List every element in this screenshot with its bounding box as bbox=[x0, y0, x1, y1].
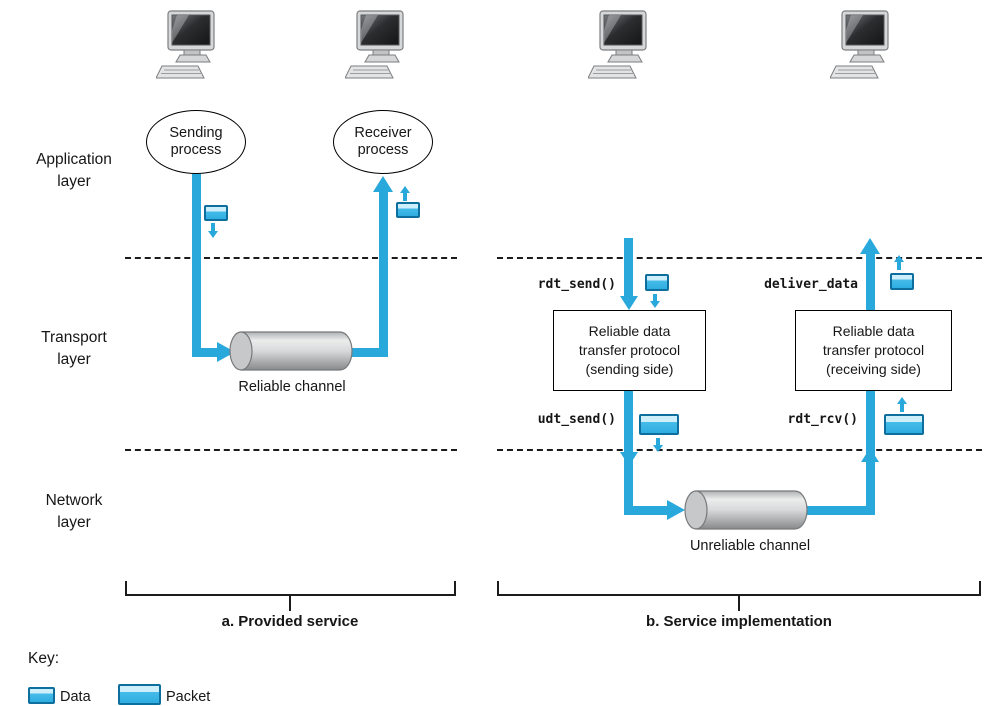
small-down-arrow-shaft bbox=[653, 294, 657, 301]
sending-box-line2: transfer protocol bbox=[578, 342, 681, 358]
rdt-send-label: rdt_send() bbox=[537, 277, 616, 292]
arrow-into-sending-box-icon bbox=[620, 296, 638, 310]
packet-icon bbox=[884, 414, 924, 435]
transport-network-boundary-a bbox=[125, 449, 457, 451]
small-down-arrow-icon bbox=[208, 231, 218, 238]
small-up-arrow-shaft bbox=[897, 262, 901, 270]
small-up-arrow-shaft bbox=[900, 404, 904, 412]
small-up-arrow-icon bbox=[894, 255, 904, 262]
sending-box-line3: (sending side) bbox=[585, 361, 674, 377]
sender-to-unreliable-channel-line bbox=[624, 506, 668, 515]
receiving-box-line2: transfer protocol bbox=[822, 342, 925, 358]
app-transport-boundary-a bbox=[125, 257, 457, 259]
unreliable-channel-label: Unreliable channel bbox=[689, 538, 811, 554]
unreliable-channel-cylinder bbox=[683, 490, 817, 530]
small-up-arrow-icon bbox=[897, 397, 907, 404]
receiving-protocol-box: Reliable data transfer protocol (receivi… bbox=[795, 310, 952, 391]
sending-process-line2: process bbox=[170, 142, 222, 158]
unreliable-channel-to-receiver-line bbox=[806, 506, 875, 515]
arrow-into-unreliable-channel-icon bbox=[667, 500, 685, 520]
arrow-down-network-icon bbox=[620, 452, 638, 466]
channel-to-receiver-line bbox=[348, 348, 384, 357]
small-down-arrow-shaft bbox=[211, 223, 215, 231]
small-down-arrow-icon bbox=[653, 445, 663, 452]
rdt-send-down-line bbox=[624, 238, 633, 296]
small-down-arrow-icon bbox=[650, 301, 660, 308]
small-up-arrow-shaft bbox=[403, 193, 407, 201]
small-up-arrow-icon bbox=[400, 186, 410, 193]
receiver-process-line2: process bbox=[357, 142, 409, 158]
deliver-data-label: deliver_data bbox=[764, 277, 858, 292]
panel-b-bracket bbox=[497, 581, 981, 596]
sending-process-line1: Sending bbox=[169, 124, 223, 141]
transport-layer-label: Transport layer bbox=[14, 327, 134, 371]
rdt-rcv-label: rdt_rcv() bbox=[787, 412, 858, 427]
data-icon bbox=[28, 687, 55, 704]
data-icon bbox=[890, 273, 914, 290]
application-layer-line2: layer bbox=[57, 173, 91, 190]
panel-a-bracket-tick bbox=[289, 596, 291, 611]
network-layer-line1: Network bbox=[45, 492, 103, 509]
sending-box-line1: Reliable data bbox=[588, 323, 671, 339]
panel-b-bracket-tick bbox=[738, 596, 740, 611]
receiver-process-line1: Receiver bbox=[354, 124, 412, 141]
sender-down-line bbox=[192, 174, 201, 352]
network-layer-label: Network layer bbox=[14, 490, 134, 534]
transport-network-boundary-b bbox=[497, 449, 982, 451]
transport-layer-line1: Transport bbox=[41, 329, 107, 346]
reliable-channel-cylinder bbox=[228, 331, 362, 371]
deliver-data-up-line bbox=[866, 253, 875, 310]
key-packet-label: Packet bbox=[166, 689, 211, 705]
receiving-box-line1: Reliable data bbox=[832, 323, 915, 339]
arrow-up-to-receiver-icon bbox=[373, 176, 393, 192]
computer-icon bbox=[345, 10, 409, 80]
key-data-label: Data bbox=[60, 689, 91, 705]
key-title: Key: bbox=[28, 650, 60, 667]
data-icon bbox=[204, 205, 228, 221]
sending-protocol-box: Reliable data transfer protocol (sending… bbox=[553, 310, 706, 391]
receiver-up-line bbox=[379, 192, 388, 357]
arrow-up-deliver-data-icon bbox=[860, 238, 880, 254]
packet-icon bbox=[118, 684, 161, 705]
packet-icon bbox=[639, 414, 679, 435]
computer-icon bbox=[588, 10, 652, 80]
reliable-channel-label: Reliable channel bbox=[238, 379, 346, 395]
panel-b-caption: b. Service implementation bbox=[646, 613, 832, 630]
udt-send-label: udt_send() bbox=[537, 412, 616, 427]
app-transport-boundary-b bbox=[497, 257, 982, 259]
application-layer-line1: Application bbox=[36, 151, 112, 168]
sending-process-ellipse: Sending process bbox=[146, 110, 246, 174]
receiving-box-line3: (receiving side) bbox=[826, 361, 921, 377]
data-icon bbox=[396, 202, 420, 218]
transport-layer-line2: layer bbox=[57, 351, 91, 368]
application-layer-label: Application layer bbox=[14, 149, 134, 193]
panel-a-bracket bbox=[125, 581, 456, 596]
sender-to-channel-line bbox=[192, 348, 218, 357]
computer-icon bbox=[156, 10, 220, 80]
panel-a-caption: a. Provided service bbox=[221, 613, 359, 630]
arrow-up-transport-icon bbox=[861, 448, 879, 462]
network-layer-line2: layer bbox=[57, 514, 91, 531]
receiver-process-ellipse: Receiver process bbox=[333, 110, 433, 174]
small-down-arrow-shaft bbox=[656, 438, 660, 445]
data-icon bbox=[645, 274, 669, 291]
computer-icon bbox=[830, 10, 894, 80]
